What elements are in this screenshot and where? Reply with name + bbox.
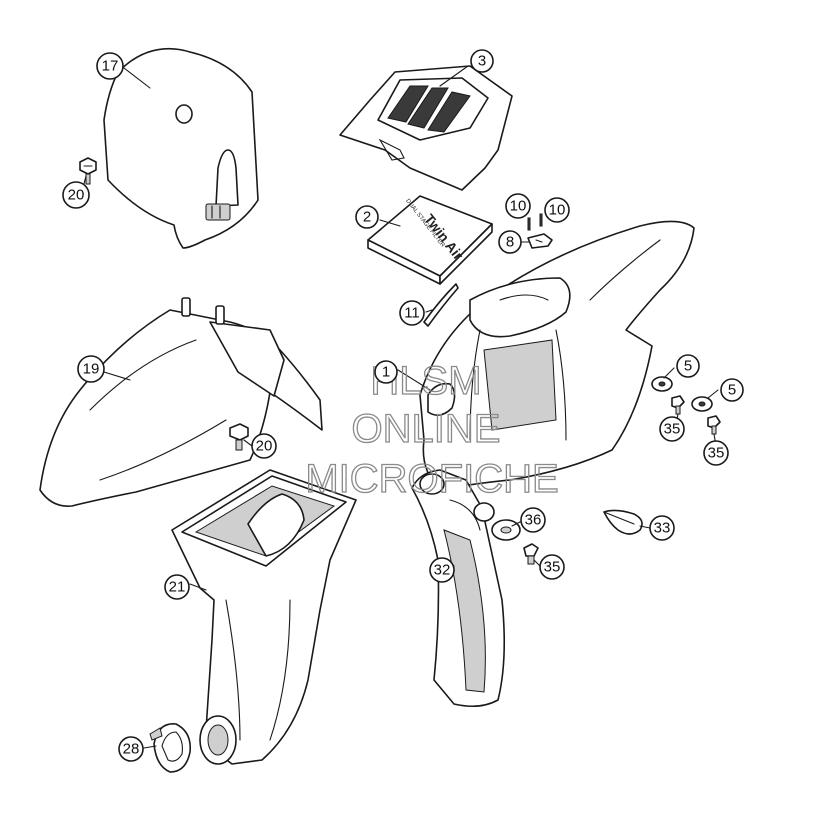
callout-32: 32	[429, 557, 455, 583]
part-3-airbox-cover	[339, 65, 513, 191]
callout-5-lower-label: 5	[728, 382, 736, 399]
part-36-washer	[491, 519, 521, 541]
part-10-pins	[527, 213, 543, 231]
callout-21: 21	[164, 574, 190, 600]
callout-35-upper-label: 35	[664, 421, 681, 438]
callout-17-label: 17	[102, 58, 119, 75]
callout-2: 2	[355, 205, 379, 229]
part-5-grommet-lower	[691, 396, 713, 412]
callout-28-label: 28	[123, 741, 140, 758]
callout-20-top: 20	[62, 181, 90, 209]
part-32-side-duct	[411, 469, 506, 708]
callout-1: 1	[374, 360, 398, 384]
callout-17: 17	[96, 52, 124, 80]
part-17-number-plate	[103, 47, 259, 249]
part-20-screw-middle	[229, 423, 249, 451]
callout-28: 28	[118, 736, 144, 762]
callout-19: 19	[77, 355, 105, 383]
callout-33: 33	[649, 515, 675, 541]
callout-36: 36	[520, 507, 546, 533]
watermark-line-2: ONLINE	[352, 407, 501, 451]
part-33-cable-tie	[603, 509, 643, 535]
callout-8-label: 8	[506, 234, 514, 251]
callout-10-left: 10	[505, 193, 531, 219]
callout-20-middle-label: 20	[256, 438, 273, 455]
callout-36-label: 36	[525, 512, 542, 529]
part-20-screw-top	[79, 157, 97, 185]
part-21-intake-boot	[171, 469, 357, 765]
callout-35-upper: 35	[659, 416, 685, 442]
part-8-clip	[527, 233, 553, 249]
callout-33-label: 33	[654, 520, 671, 537]
callout-20-top-label: 20	[68, 187, 85, 204]
part-5-grommet-upper	[651, 376, 673, 392]
callout-5-upper: 5	[676, 354, 700, 378]
callout-3: 3	[470, 49, 494, 73]
callout-21-label: 21	[169, 579, 186, 596]
watermark-line-3: MICROFICHE	[305, 457, 558, 501]
callout-20-middle: 20	[251, 433, 277, 459]
callout-11: 11	[399, 300, 425, 326]
callout-10-right-label: 10	[549, 202, 566, 219]
part-35-screw-lower	[707, 415, 721, 435]
part-1-rear-fender	[419, 220, 695, 491]
callout-3-label: 3	[478, 53, 486, 70]
callout-10-right: 10	[544, 197, 570, 223]
part-35-screw-center	[523, 543, 539, 565]
callout-11-label: 11	[404, 305, 420, 322]
part-11-strap	[423, 283, 459, 327]
callout-5-lower: 5	[720, 378, 744, 402]
callout-19-label: 19	[83, 361, 100, 378]
callout-35-lower: 35	[703, 440, 729, 466]
part-28-hose-clamp	[149, 723, 192, 773]
callout-1-label: 1	[382, 364, 390, 381]
callout-8: 8	[498, 230, 522, 254]
callout-2-label: 2	[363, 209, 371, 226]
part-2-filter-package: Twin Air DUAL STAGE FILTER	[367, 195, 493, 285]
callout-35-center-label: 35	[544, 559, 561, 576]
callout-35-center: 35	[539, 554, 565, 580]
callout-5-upper-label: 5	[684, 358, 692, 375]
callout-32-label: 32	[434, 562, 451, 579]
callout-10-left-label: 10	[510, 198, 527, 215]
callout-35-lower-label: 35	[708, 445, 725, 462]
part-35-screw-upper	[671, 395, 685, 415]
